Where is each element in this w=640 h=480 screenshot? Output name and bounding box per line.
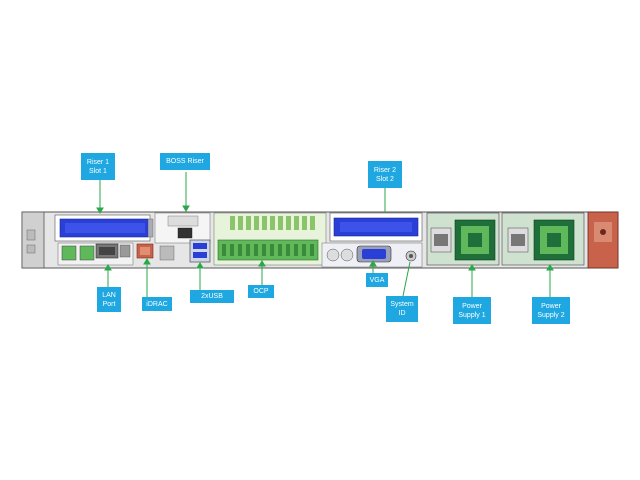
callout-riser1-line1: Riser 1: [86, 158, 110, 166]
callout-ocp-line1: OCP: [253, 288, 269, 295]
callout-riser1: Riser 1 Slot 1: [81, 153, 115, 180]
callout-vga: VGA: [366, 273, 388, 287]
callout-lan: LAN Port: [97, 287, 121, 312]
callout-idrac: iDRAC: [142, 297, 172, 311]
callout-sysid-line1: System: [390, 301, 414, 308]
callout-riser1-line2: Slot 1: [89, 167, 107, 175]
callout-sysid-line2: ID: [398, 310, 406, 317]
callout-psu1-line1: Power: [462, 302, 482, 310]
callout-usb-line1: 2xUSB: [201, 293, 223, 300]
ocp-slot: [217, 239, 319, 261]
callout-ocp: OCP: [248, 285, 274, 298]
leader-sysid: [402, 261, 411, 297]
callout-psu1-line2: Supply 1: [458, 311, 486, 319]
callout-boss: BOSS Riser: [160, 153, 210, 170]
callout-riser2: Riser 2 Slot 2: [368, 161, 402, 188]
callout-vga-line1: VGA: [369, 276, 385, 284]
callout-psu2-line2: Supply 2: [537, 311, 565, 319]
callout-sysid: System ID: [386, 296, 418, 322]
callout-idrac-line1: iDRAC: [146, 300, 168, 308]
callout-riser2-line2: Slot 2: [376, 175, 394, 183]
callout-usb: 2xUSB: [190, 290, 234, 303]
callout-psu2-line1: Power: [541, 302, 561, 310]
callout-psu2: Power Supply 2: [532, 297, 570, 324]
callout-boss-line1: BOSS Riser: [166, 158, 204, 165]
callout-lan-line1: LAN: [102, 291, 116, 299]
callout-psu1: Power Supply 1: [453, 297, 491, 324]
callout-riser2-line1: Riser 2: [373, 166, 397, 174]
callout-lan-line2: Port: [102, 300, 116, 308]
